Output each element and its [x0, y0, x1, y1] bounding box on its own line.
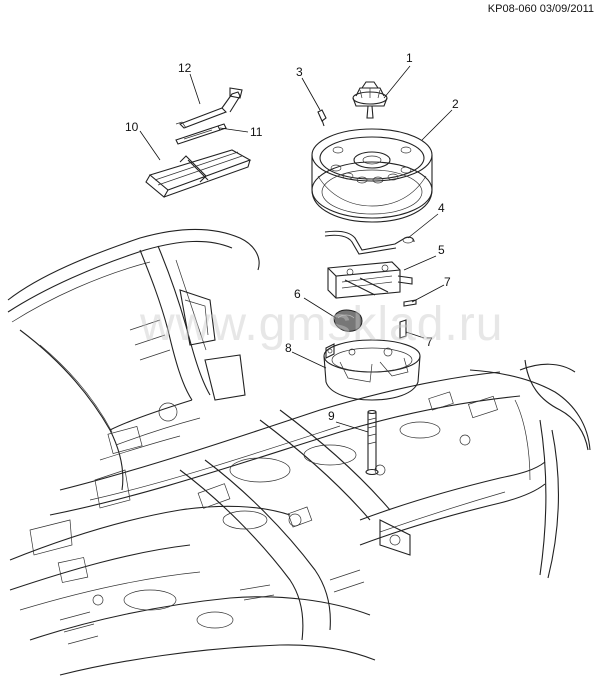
- callout-2: 2: [452, 97, 459, 111]
- part-4-retainer: [324, 230, 415, 255]
- callout-12: 12: [178, 61, 192, 75]
- callout-10: 10: [125, 120, 139, 134]
- callout-7-lower: 7: [426, 335, 433, 349]
- callout-8: 8: [285, 341, 292, 355]
- part-1-hold-down-nut: [352, 81, 388, 119]
- part-9-wheel-bolt: [365, 409, 379, 476]
- callout-3: 3: [296, 65, 303, 79]
- part-2-spare-wheel: [311, 128, 433, 223]
- callout-9: 9: [328, 409, 335, 423]
- part-8-tool-tray: [323, 339, 421, 401]
- part-10-tool-bag: [145, 149, 252, 198]
- part-3-bolt: [317, 109, 327, 127]
- part-11-screwdriver: [175, 123, 227, 145]
- callout-4: 4: [438, 201, 445, 215]
- callout-11: 11: [250, 125, 263, 139]
- callout-1: 1: [406, 51, 413, 65]
- diagram-code: KP08-060 03/09/2011: [487, 3, 594, 15]
- part-12-wheel-wrench: [175, 87, 243, 129]
- callout-7-upper: 7: [444, 275, 451, 289]
- watermark-text: www.gmsklad.ru: [139, 298, 503, 351]
- part-5-jack: [327, 261, 413, 299]
- callout-6: 6: [294, 287, 301, 301]
- part-7-pins: [399, 299, 417, 339]
- leader-lines: [139, 65, 453, 433]
- part-6-jack-pad: [333, 309, 363, 332]
- callout-5: 5: [438, 243, 445, 257]
- vehicle-body: [7, 228, 591, 676]
